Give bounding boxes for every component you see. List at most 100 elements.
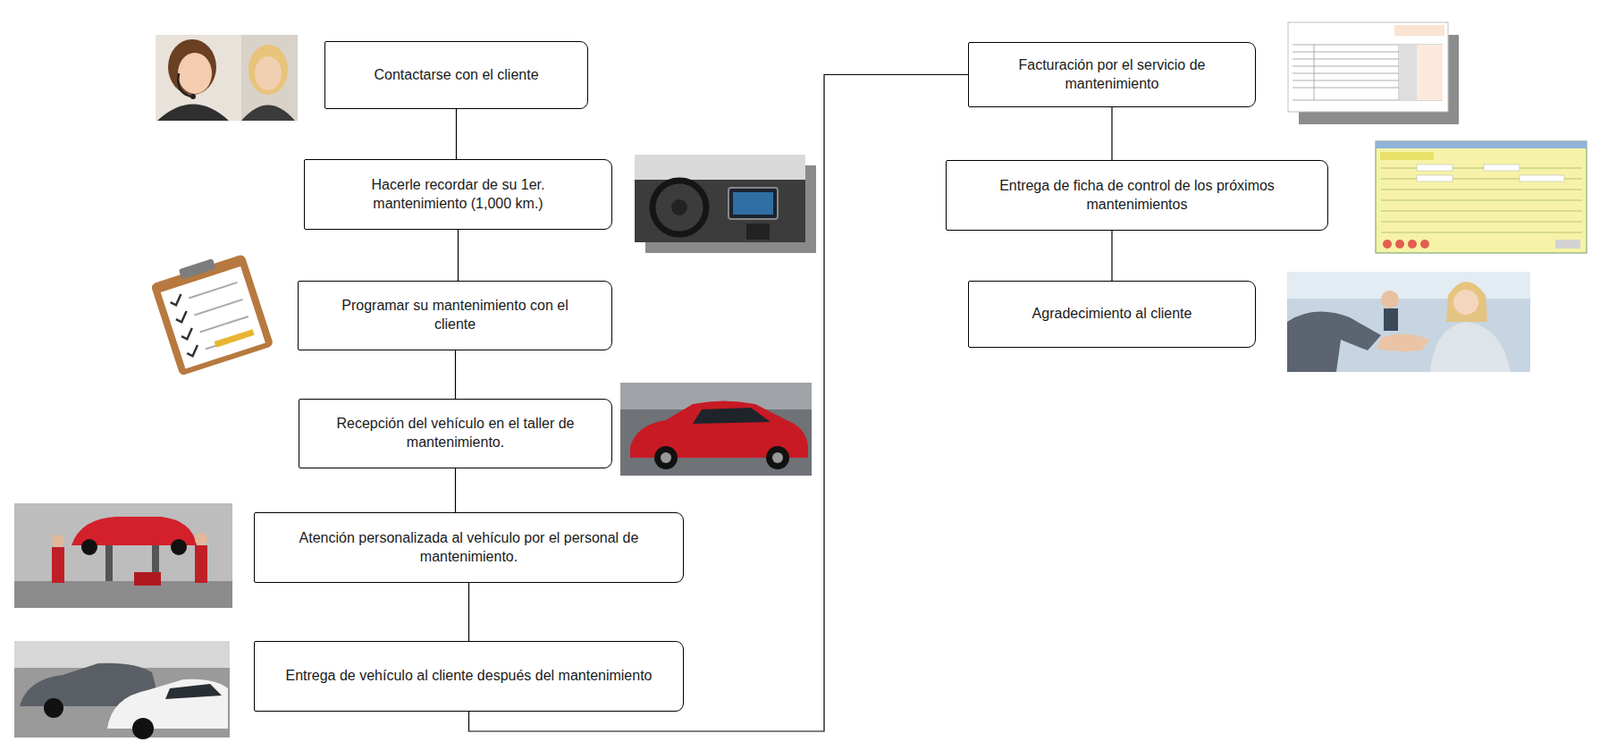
flow-connector [468, 582, 470, 641]
control-form-image [1375, 141, 1587, 253]
process-box: Facturación por el servicio de mantenimi… [968, 42, 1256, 108]
control-form-image-part [1519, 175, 1565, 182]
flow-connector [1111, 107, 1112, 160]
control-form-image-part [1375, 141, 1587, 149]
workshop-photo [14, 503, 233, 608]
workshop-photo-part [134, 572, 161, 586]
step-label: Facturación por el servicio de mantenimi… [992, 56, 1232, 94]
call-center-photo-part [241, 105, 295, 122]
call-center-photo-part [241, 34, 298, 121]
process-box: Entrega de ficha de control de los próxi… [945, 160, 1329, 231]
delivery-cars-photo-part [43, 698, 64, 718]
flow-connector [455, 109, 457, 160]
invoice-image-part [1398, 44, 1417, 101]
step-label: Entrega de vehículo al cliente después d… [285, 666, 652, 686]
flow-connector [454, 468, 456, 513]
call-center-photo-part [168, 39, 217, 95]
car-interior-photo-part [634, 154, 806, 243]
process-box: Contactarse con el cliente [324, 41, 589, 110]
call-center-photo-part [254, 56, 282, 91]
handshake-photo-part [1383, 308, 1398, 331]
process-box: Hacerle recordar de su 1er. mantenimient… [303, 159, 613, 230]
invoice-image-part [1292, 44, 1443, 101]
red-car-photo-part [772, 452, 784, 464]
car-interior-photo-part [634, 154, 806, 180]
checklist-clipboard-part [178, 258, 217, 280]
call-center-photo-part [155, 34, 298, 121]
checklist-clipboard-part [188, 282, 254, 350]
handshake-photo-part [1287, 271, 1531, 372]
process-box: Agradecimiento al cliente [968, 280, 1256, 348]
control-form-image-part [1416, 164, 1453, 171]
call-center-photo-part [157, 104, 229, 122]
red-car-photo-part [692, 407, 771, 424]
step-label: Entrega de ficha de control de los próxi… [969, 176, 1305, 215]
workshop-photo-part [14, 581, 233, 608]
car-interior-photo-part [671, 199, 688, 216]
delivery-cars-photo-part [165, 683, 222, 699]
handshake-photo-part [1446, 281, 1488, 322]
control-form-image-part [1375, 141, 1587, 253]
delivery-cars-photo [14, 640, 230, 740]
workshop-photo-part [51, 534, 65, 548]
process-box: Recepción del vehículo en el taller de m… [298, 398, 613, 469]
workshop-photo-part [194, 545, 208, 583]
invoice-image-part [1313, 44, 1417, 101]
delivery-cars-photo-part [107, 679, 228, 729]
checklist-clipboard-part [168, 294, 201, 358]
workshop-photo-part [194, 532, 208, 546]
red-car-photo-part [620, 382, 812, 476]
handshake-photo [1287, 271, 1531, 372]
car-interior-photo-part [732, 192, 774, 215]
checklist-clipboard-part [150, 253, 274, 377]
invoice-image-part [1394, 25, 1445, 36]
red-car-photo-part [660, 452, 672, 464]
car-interior-photo-part [746, 223, 770, 240]
step-label: Agradecimiento al cliente [1032, 304, 1193, 324]
checklist-clipboard-part [160, 266, 266, 370]
car-interior-photo-part [652, 180, 707, 235]
workshop-photo-part [105, 545, 113, 582]
handshake-photo-part [1376, 333, 1431, 352]
workshop-photo-part [51, 547, 65, 583]
control-form-image-part [1395, 239, 1405, 249]
workshop-photo-part [170, 538, 187, 556]
control-form-image-part [1380, 151, 1434, 160]
handshake-photo-part [1381, 290, 1399, 309]
call-center-photo-part [177, 73, 192, 97]
step-label: Hacerle recordar de su 1er. mantenimient… [328, 176, 589, 214]
step-label: Programar su mantenimiento con el client… [321, 296, 589, 335]
call-center-photo-part [177, 52, 212, 94]
invoice-image-part [1416, 44, 1443, 101]
handshake-photo-part [1430, 321, 1511, 372]
delivery-cars-photo-part [132, 717, 154, 740]
control-form-image-part [1381, 168, 1583, 233]
checklist-clipboard [149, 248, 275, 376]
control-form-image-part [1555, 239, 1581, 249]
process-box: Entrega de vehículo al cliente después d… [253, 640, 684, 712]
control-form-image-part [1420, 239, 1430, 249]
invoice-image [1288, 22, 1459, 125]
control-form-image-part [1416, 175, 1453, 182]
delivery-cars-photo-part [14, 640, 230, 738]
process-box: Programar su mantenimiento con el client… [297, 280, 613, 351]
handshake-photo-part [1287, 311, 1382, 372]
workshop-photo-part [14, 503, 233, 608]
process-box: Atención personalizada al vehículo por e… [253, 512, 684, 583]
step-label: Contactarse con el cliente [373, 66, 539, 85]
call-center-photo-part [248, 44, 288, 95]
call-center-photo [155, 34, 298, 121]
car-interior-photo-part [728, 187, 778, 219]
call-center-photo-part [190, 93, 196, 100]
car-interior-photo [634, 154, 817, 253]
red-car-photo [620, 382, 812, 476]
control-form-image-part [1407, 239, 1417, 249]
flow-connector [454, 350, 456, 399]
red-car-photo-part [766, 446, 790, 470]
control-form-image-part [1382, 239, 1392, 249]
flow-connector [1111, 230, 1112, 281]
invoice-image-part [1288, 22, 1449, 112]
